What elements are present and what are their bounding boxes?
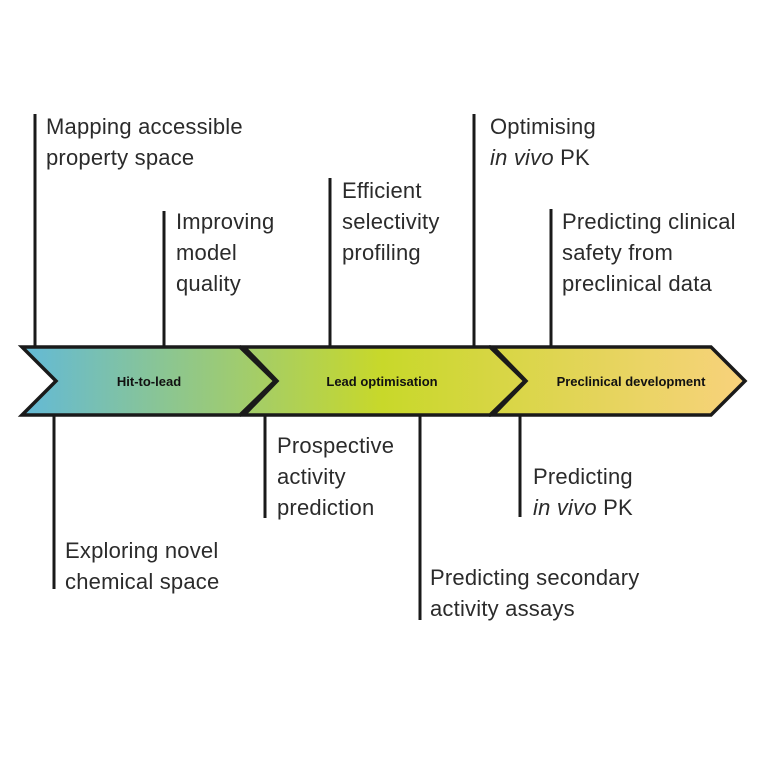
label-optimising-in-vivo-pk: Optimising in vivo PK [490, 114, 596, 170]
stage-label-preclinical: Preclinical development [557, 374, 707, 389]
stage-chevron-preclinical [488, 345, 748, 417]
stage-label-hit-to-lead: Hit-to-lead [117, 374, 181, 389]
stage-chevron-lead-optimisation [239, 345, 528, 417]
label-prospective-activity-prediction: Prospective activity prediction [277, 433, 395, 520]
label-predicting-clinical-safety: Predicting clinical safety from preclini… [562, 209, 736, 296]
label-predicting-in-vivo-pk: Predicting in vivo PK [533, 464, 633, 520]
label-exploring-novel-chemical-space: Exploring novel chemical space [65, 538, 220, 594]
stage-label-lead-optimisation: Lead optimisation [326, 374, 437, 389]
stage-chevron-hit-to-lead [17, 345, 278, 417]
label-improving-model-quality: Improving model quality [176, 209, 275, 296]
label-mapping-accessible-property-space: Mapping accessible property space [46, 114, 243, 170]
label-predicting-secondary-activity-assays: Predicting secondary activity assays [430, 565, 640, 621]
label-efficient-selectivity-profiling: Efficient selectivity profiling [342, 178, 440, 265]
